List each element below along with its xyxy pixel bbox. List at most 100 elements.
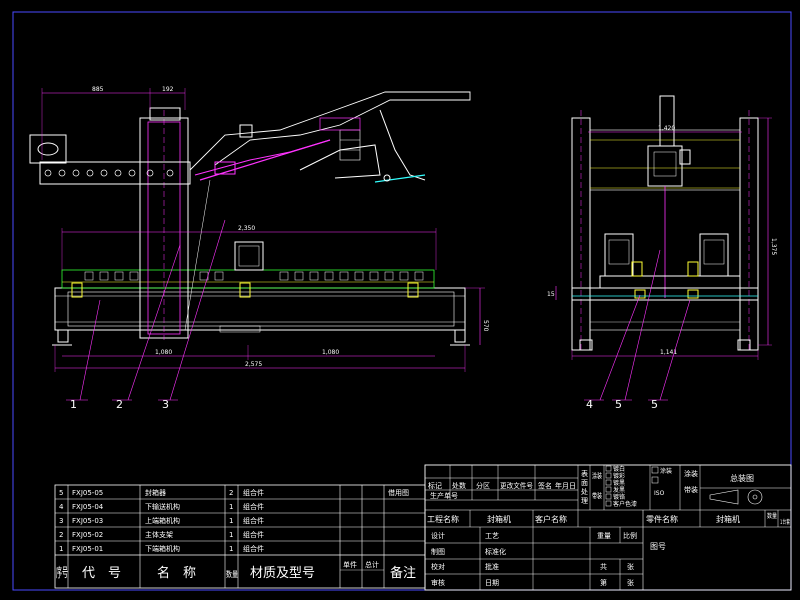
surface-1: 表 [581,469,588,478]
row-seq: 4 [59,503,64,511]
surface-2: 面 [581,479,588,487]
callout-2: 2 [116,398,123,411]
header-material: 材质及型号 [250,566,315,581]
dim-1375: 1,375 [770,238,777,255]
stamp-zone: 分区 [476,481,490,490]
dim-1420: 1,420 [658,125,675,132]
review-label: 审核 [431,578,445,587]
parts-list: 5 FXJ05-05 封箱器 2 组合件 借用图 4 FXJ05-04 下输送机… [54,484,426,589]
row-qty: 2 [229,489,233,497]
title-block: 标记 处数 分区 更改文件号 签名 年月日 生产单号 表 面 处 理 涂装 带装… [424,464,792,591]
date-label: 日期 [485,579,499,587]
front-view: 885 192 2,350 1,080 1,080 2,575 570 1 2 … [29,86,489,411]
check-label-2: 镀彩 [613,472,625,480]
row-note: 借用图 [388,488,409,497]
row-name: 下端箱机构 [145,544,180,553]
callout-3: 3 [162,398,169,411]
header-qty: 数量 [226,569,238,579]
drawing-no-label: 图号 [650,542,666,551]
coat-2: 带装 [592,491,602,500]
project-value: 封箱机 [487,514,511,524]
row-material: 组合件 [243,516,264,525]
row-material: 组合件 [243,502,264,511]
stamp-mark: 标记 [428,481,442,490]
callout-5a: 5 [615,398,622,411]
row-name: 主体支架 [145,530,173,539]
parts-row: 3 FXJ05-03 上端箱机构 1 组合件 [59,516,264,525]
callout-5b: 5 [651,398,658,411]
check-label-1: 镀白 [613,465,625,473]
weight-label: 重量 [597,532,611,540]
customer-label: 客户名称 [535,514,567,524]
page-label: 第 [600,578,607,587]
sheets-total: 共 [600,562,607,571]
row-qty: 1 [229,531,233,539]
design-label: 设计 [431,531,445,540]
qty-value: 1台套 [780,518,790,526]
check-label-3: 镀黑 [613,479,625,487]
header-total-weight: 总计 [365,560,379,569]
row-seq: 2 [59,531,63,539]
sheets-unit: 张 [627,562,634,571]
project-label: 工程名称 [427,514,459,524]
coat-right-2: 带装 [684,485,698,494]
row-code: FXJ05-04 [72,503,104,511]
row-code: FXJ05-01 [72,545,103,553]
qty-label: 数量 [767,512,777,520]
iso-label: ISO [654,490,665,497]
row-seq: 5 [59,489,63,497]
dim-2350: 2,350 [238,225,255,232]
callout-1: 1 [70,398,77,411]
row-code: FXJ05-05 [72,489,103,497]
header-code: 代 号 [82,566,121,581]
dim-15: 15 [547,291,555,298]
row-seq: 1 [59,545,63,553]
approve-label: 批准 [485,562,499,571]
header-name: 名 称 [157,565,196,581]
check-label-6: 客户色漆 [613,500,637,508]
dim-1141: 1,141 [660,349,677,356]
dim-1080-left: 1,080 [155,349,172,356]
row-qty: 1 [229,503,233,511]
check-label: 校对 [431,562,445,571]
row-code: FXJ05-02 [72,531,103,539]
part-label: 零件名称 [646,514,678,524]
scale-label: 比例 [623,531,637,540]
parts-row: 2 FXJ05-02 主体支架 1 组合件 [59,530,264,539]
row-name: 封箱器 [145,488,166,497]
row-code: FXJ05-03 [72,517,103,525]
row-qty: 1 [229,545,233,553]
dim-192: 192 [162,86,174,93]
parts-row: 1 FXJ05-01 下端箱机构 1 组合件 [59,544,264,553]
surface-4: 理 [581,497,588,505]
stamp-count: 处数 [452,481,466,490]
coat-1: 涂装 [592,471,602,480]
production-no: 生产单号 [430,491,458,500]
drawing-border [12,11,792,591]
dim-570: 570 [482,320,489,332]
standard-label: 标准化 [485,547,506,556]
draw-label: 制图 [431,547,445,556]
header-unit-weight: 单件 [343,560,357,569]
header-note: 备注 [390,565,416,581]
coat-right-1: 涂装 [684,469,698,478]
callout-4: 4 [586,398,593,411]
check-label-5: 镀铬 [613,493,625,501]
dim-885: 885 [92,86,104,93]
row-name: 上端箱机构 [145,516,180,525]
part-value: 封箱机 [716,514,740,524]
side-view: 1,420 1,375 15 1,141 4 5 5 [547,95,777,411]
page-unit: 张 [627,578,634,587]
process-label: 工艺 [485,532,499,540]
stamp-date: 年月日 [555,481,576,490]
row-qty: 1 [229,517,233,525]
row-material: 组合件 [243,544,264,553]
dim-1080-right: 1,080 [322,349,339,356]
dim-2575: 2,575 [245,361,262,368]
row-material: 组合件 [243,488,264,497]
stamp-sign: 签名 [538,481,552,490]
part-symbol-icon [709,489,763,505]
parts-row: 5 FXJ05-05 封箱器 2 组合件 借用图 [59,488,409,497]
check-label-4: 发黑 [613,486,625,494]
